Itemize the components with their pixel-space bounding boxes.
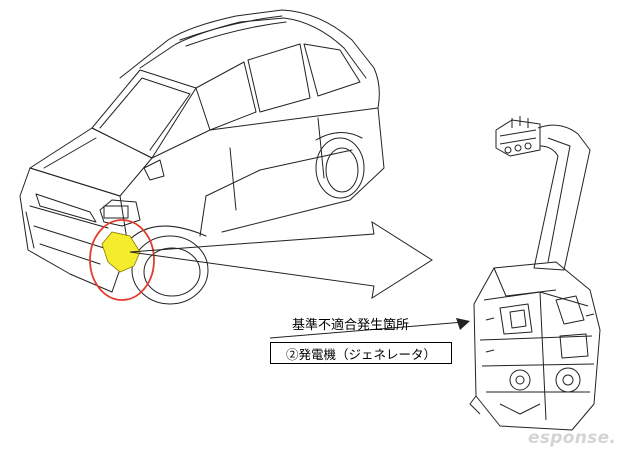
label-pointer <box>269 318 470 339</box>
location-circle <box>89 219 155 301</box>
suv-drawing <box>19 9 385 305</box>
generator-highlight <box>101 231 141 273</box>
generator-drawing <box>469 116 601 431</box>
defect-location-label: 基準不適合発生箇所 <box>292 318 410 333</box>
part-name-box: ②発電機（ジェネレータ） <box>270 342 452 364</box>
part-name-label: ②発電機（ジェネレータ） <box>285 346 436 362</box>
callout-arrow <box>129 220 433 300</box>
watermark: esponse. <box>528 428 617 448</box>
